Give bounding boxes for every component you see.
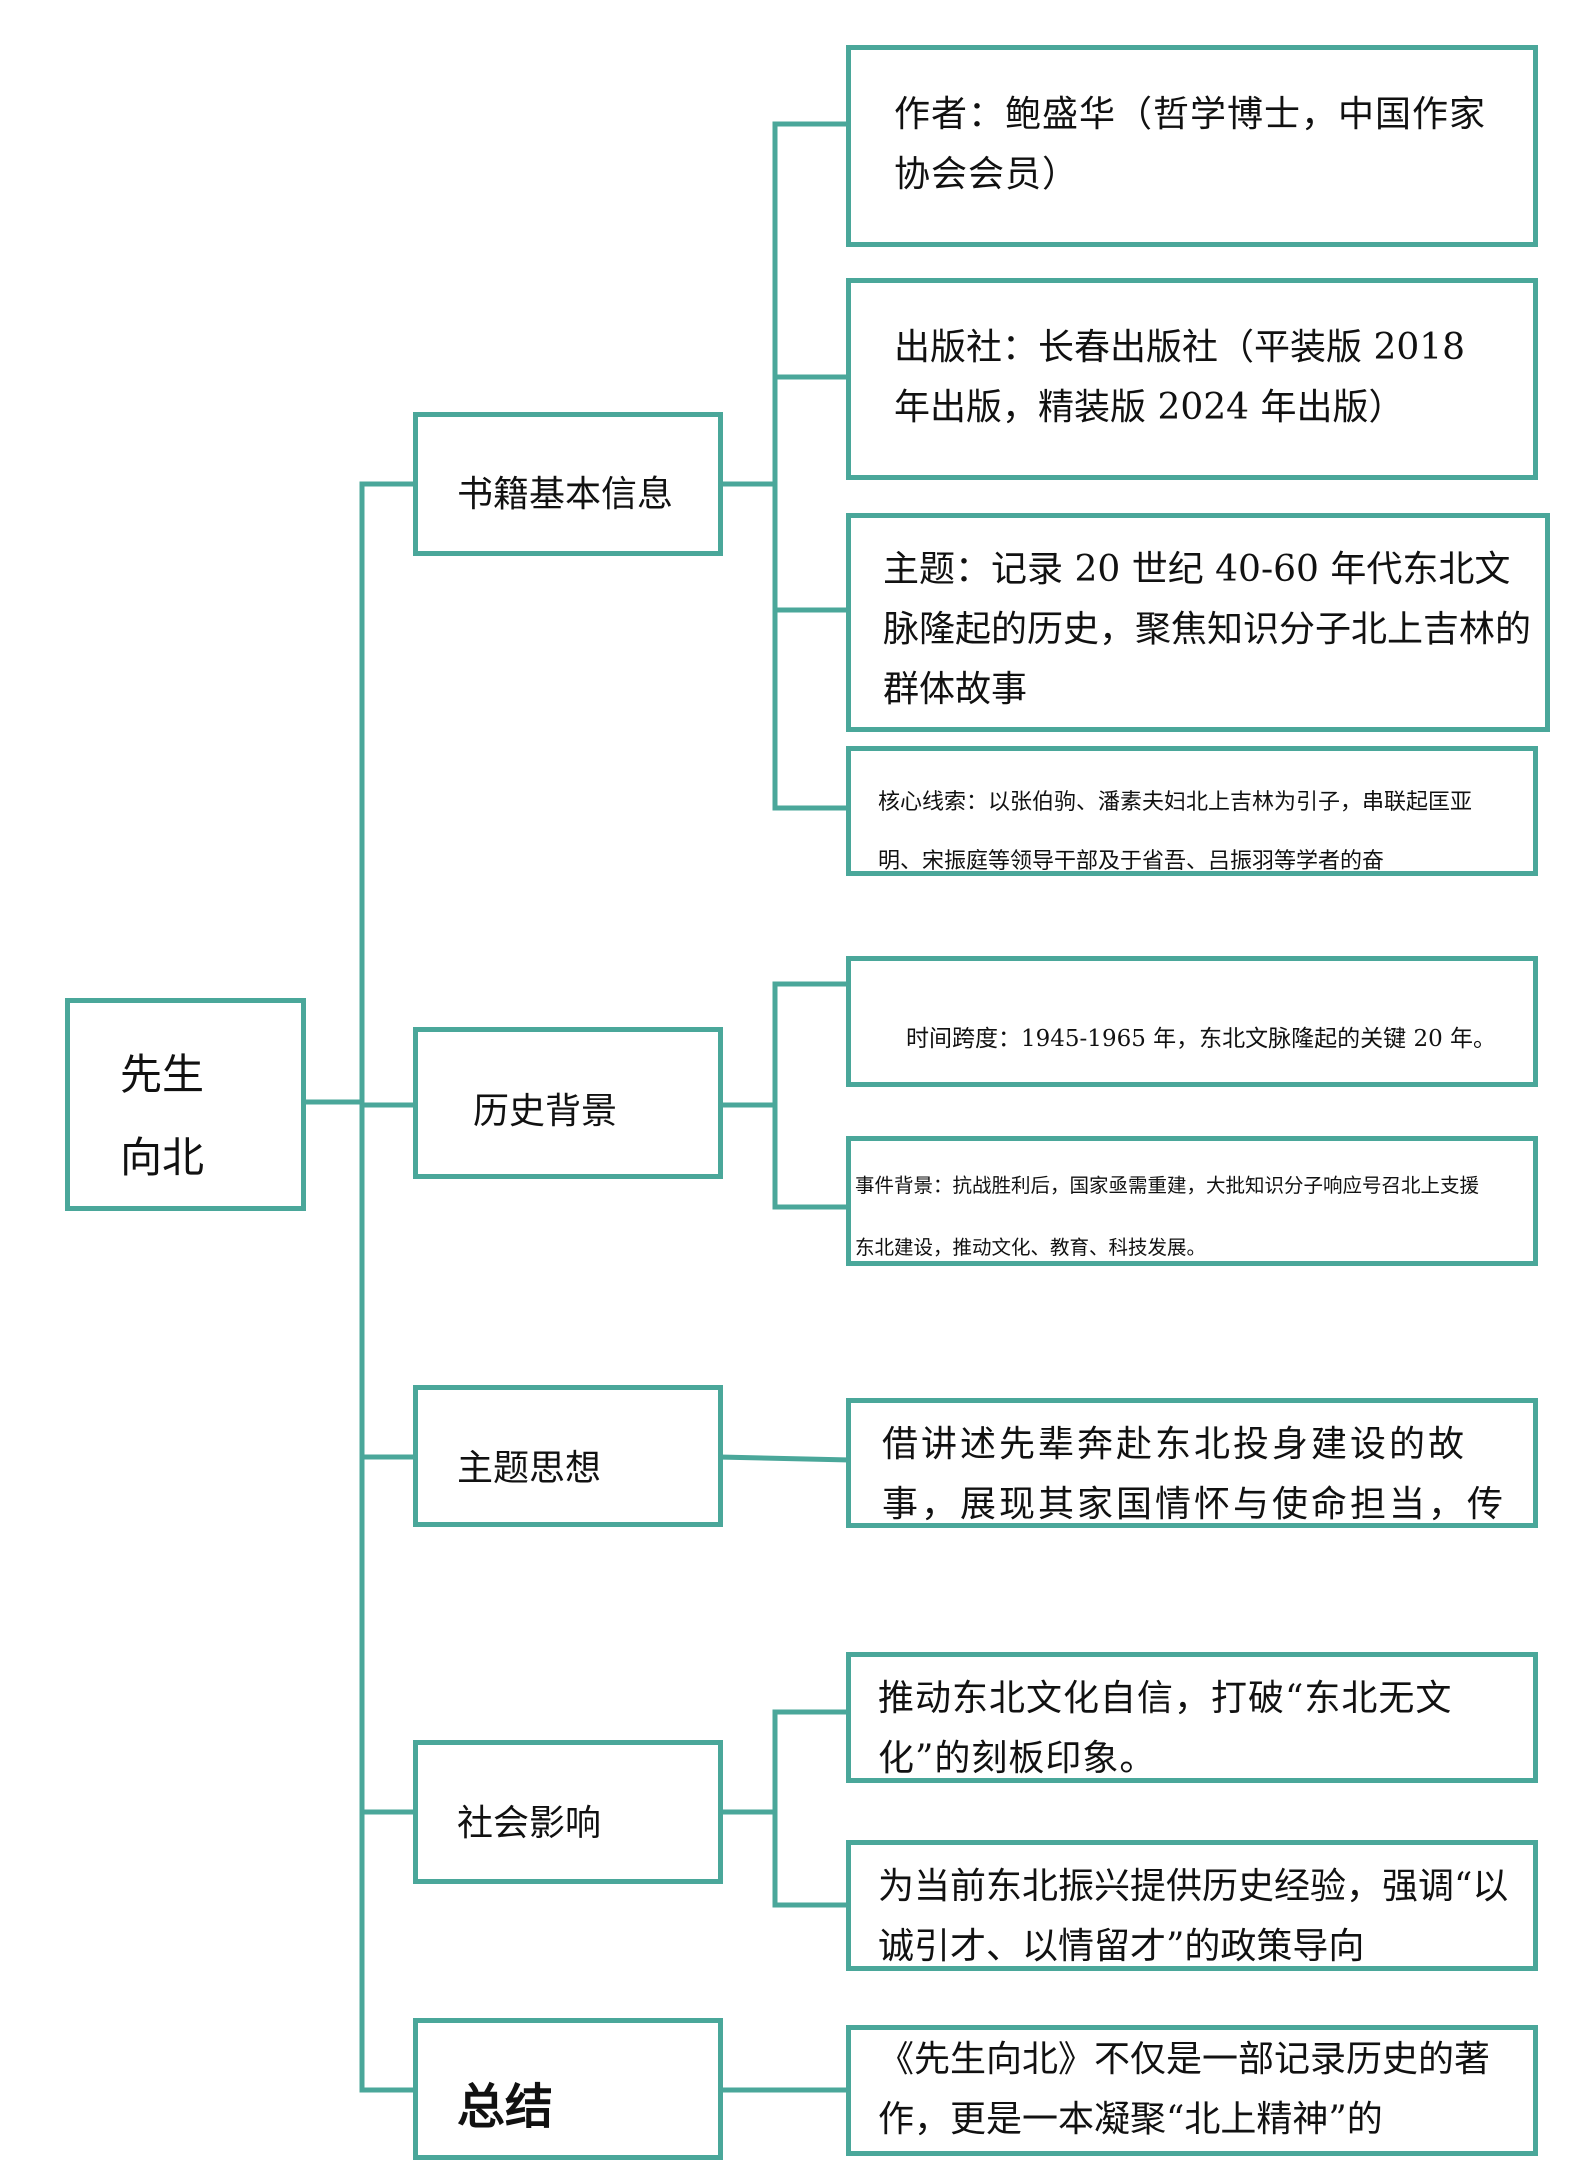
detail-core-clue: 核心线索：以张伯驹、潘素夫妇北上吉林为引子，串联起匡亚明、宋振庭等领导干部及于省… (846, 746, 1538, 876)
detail-subject-text: 主题：记录 20 世纪 40-60 年代东北文脉隆起的历史，聚焦知识分子北上吉林… (883, 549, 1532, 710)
detail-theme: 借讲述先辈奔赴东北投身建设的故事，展现其家国情怀与使命担当，传 (846, 1398, 1538, 1528)
detail-impact-2-text: 为当前东北振兴提供历史经验，强调“以诚引才、以情留才”的政策导向 (878, 1866, 1509, 1967)
detail-core-clue-text: 核心线索：以张伯驹、潘素夫妇北上吉林为引子，串联起匡亚明、宋振庭等领导干部及于省… (878, 790, 1473, 874)
branch-basic-info: 书籍基本信息 (413, 412, 723, 556)
detail-time-span-text: 时间跨度：1945-1965 年，东北文脉隆起的关键 20 年。 (906, 1026, 1497, 1052)
detail-summary: 《先生向北》不仅是一部记录历史的著作，更是一本凝聚“北上精神”的 (846, 2025, 1538, 2156)
detail-event-background-text: 事件背景：抗战胜利后，国家亟需重建，大批知识分子响应号召北上支援东北建设，推动文… (855, 1174, 1480, 1259)
branch-theme-label: 主题思想 (457, 1448, 602, 1489)
detail-event-background: 事件背景：抗战胜利后，国家亟需重建，大批知识分子响应号召北上支援东北建设，推动文… (846, 1136, 1538, 1266)
branch-theme: 主题思想 (413, 1385, 723, 1527)
detail-publisher: 出版社：长春出版社（平装版 2018 年出版，精装版 2024 年出版） (846, 278, 1538, 480)
root-node: 先生 向北 (65, 998, 306, 1211)
detail-time-span: 时间跨度：1945-1965 年，东北文脉隆起的关键 20 年。 (846, 956, 1538, 1087)
root-title-line1: 先生 (120, 1050, 205, 1099)
detail-theme-text: 借讲述先辈奔赴东北投身建设的故事，展现其家国情怀与使命担当，传 (882, 1424, 1507, 1525)
branch-impact-label: 社会影响 (457, 1803, 602, 1844)
detail-impact-2: 为当前东北振兴提供历史经验，强调“以诚引才、以情留才”的政策导向 (846, 1840, 1538, 1971)
branch-history-label: 历史背景 (473, 1091, 618, 1132)
branch-summary-label: 总结 (457, 2079, 554, 2135)
detail-author: 作者：鲍盛华（哲学博士，中国作家协会会员） (846, 45, 1538, 247)
branch-summary: 总结 (413, 2018, 723, 2160)
detail-publisher-text: 出版社：长春出版社（平装版 2018 年出版，精装版 2024 年出版） (894, 327, 1477, 428)
detail-impact-1-text: 推动东北文化自信，打破“东北无文化”的刻板印象。 (878, 1678, 1453, 1779)
branch-history: 历史背景 (413, 1027, 723, 1179)
root-title-line2: 向北 (120, 1133, 205, 1182)
detail-subject: 主题：记录 20 世纪 40-60 年代东北文脉隆起的历史，聚焦知识分子北上吉林… (846, 513, 1550, 732)
detail-author-text: 作者：鲍盛华（哲学博士，中国作家协会会员） (894, 94, 1487, 195)
branch-impact: 社会影响 (413, 1740, 723, 1884)
detail-impact-1: 推动东北文化自信，打破“东北无文化”的刻板印象。 (846, 1652, 1538, 1783)
detail-summary-text: 《先生向北》不仅是一部记录历史的著作，更是一本凝聚“北上精神”的 (878, 2039, 1491, 2140)
branch-basic-info-label: 书籍基本信息 (457, 474, 674, 515)
